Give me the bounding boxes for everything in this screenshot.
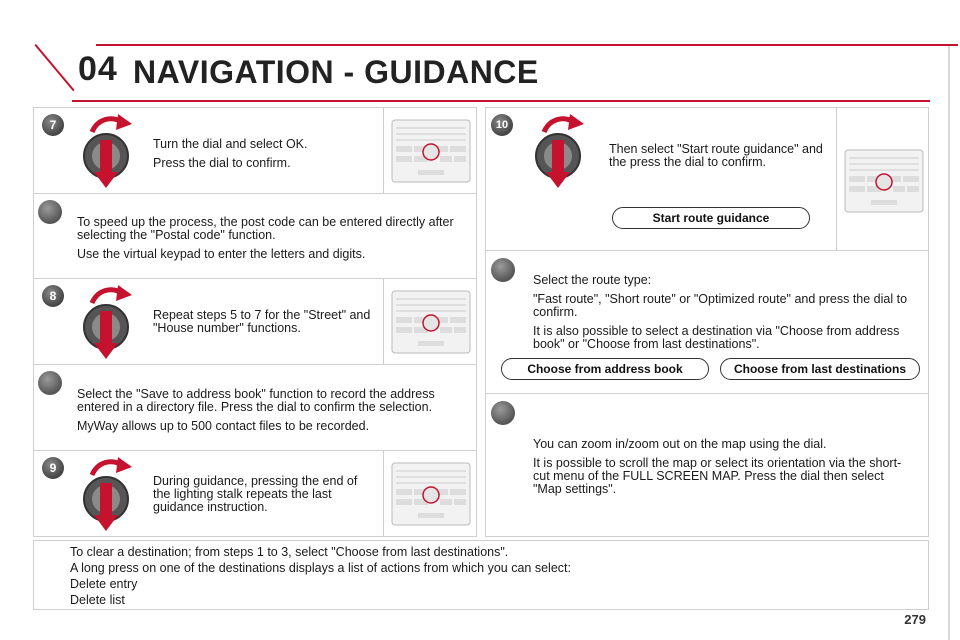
step9-text: During guidance, pressing the end of the… xyxy=(153,475,358,520)
tip-bulb-icon xyxy=(38,371,62,395)
tip-bulb-icon xyxy=(38,200,62,224)
tip-bulb-icon xyxy=(491,401,515,425)
tip4-text: You can zoom in/zoom out on the map usin… xyxy=(533,438,913,502)
tip4-line-1: You can zoom in/zoom out on the map usin… xyxy=(533,437,827,451)
choose-from-address-book-button[interactable]: Choose from address book xyxy=(501,358,709,380)
step7-line-1: Turn the dial and select OK. xyxy=(153,137,308,151)
step8-line-1: Repeat steps 5 to 7 for the "Street" and… xyxy=(153,308,371,335)
tip3-line-1: Select the route type: xyxy=(533,273,652,287)
right-divider-2 xyxy=(485,393,928,394)
tip2-text: Select the "Save to address book" functi… xyxy=(77,388,467,439)
step7-line-2: Press the dial to confirm. xyxy=(153,156,291,170)
tip3-text: Select the route type: "Fast route", "Sh… xyxy=(533,274,918,357)
step10-text: Then select "Start route guidance" and t… xyxy=(609,143,824,175)
dial-press-icon xyxy=(83,285,132,359)
step9-line-1: During guidance, pressing the end of the… xyxy=(153,474,358,514)
chapter-number: 04 xyxy=(78,50,118,88)
dial-press-icon xyxy=(535,114,584,188)
header-rule-top xyxy=(96,44,958,46)
step-badge-7: 7 xyxy=(42,114,64,136)
tip2-line-1: Select the "Save to address book" functi… xyxy=(77,387,435,414)
page-side-rule xyxy=(948,46,950,640)
left-divider-4 xyxy=(33,450,476,451)
left-image-divider-2 xyxy=(383,278,384,364)
bottom-panel xyxy=(33,540,929,610)
bottom-text: To clear a destination; from steps 1 to … xyxy=(70,545,910,607)
tip1-text: To speed up the process, the post code c… xyxy=(77,216,462,267)
tip1-line-2: Use the virtual keypad to enter the lett… xyxy=(77,247,366,261)
radio-console-icon xyxy=(844,149,924,213)
radio-console-icon xyxy=(391,119,471,183)
header-underline xyxy=(72,100,930,102)
header-rule-diagonal xyxy=(34,44,75,92)
radio-console-icon xyxy=(391,290,471,354)
page-title: NAVIGATION - GUIDANCE xyxy=(133,54,539,90)
bottom-line-3: Delete entry xyxy=(70,577,138,591)
step10-line-1: Then select "Start route guidance" and t… xyxy=(609,142,823,169)
left-divider-1 xyxy=(33,193,476,194)
step8-text: Repeat steps 5 to 7 for the "Street" and… xyxy=(153,309,373,341)
page-number: 279 xyxy=(904,612,926,627)
tip3-line-2: "Fast route", "Short route" or "Optimize… xyxy=(533,292,908,319)
choose-from-last-destinations-button[interactable]: Choose from last destinations xyxy=(720,358,920,380)
tip4-line-2: It is possible to scroll the map or sele… xyxy=(533,456,902,496)
bottom-line-4: Delete list xyxy=(70,593,125,607)
step-badge-9: 9 xyxy=(42,457,64,479)
bottom-line-2: A long press on one of the destinations … xyxy=(70,561,571,575)
left-image-divider-3 xyxy=(383,450,384,536)
radio-console-icon xyxy=(391,462,471,526)
tip2-line-2: MyWay allows up to 500 contact files to … xyxy=(77,419,370,433)
step-badge-10: 10 xyxy=(491,114,513,136)
step7-text: Turn the dial and select OK. Press the d… xyxy=(153,138,378,176)
tip-bulb-icon xyxy=(491,258,515,282)
left-image-divider-1 xyxy=(383,107,384,193)
dial-press-icon xyxy=(83,457,132,531)
start-route-guidance-button[interactable]: Start route guidance xyxy=(612,207,810,229)
bottom-line-1: To clear a destination; from steps 1 to … xyxy=(70,545,509,559)
tip1-line-1: To speed up the process, the post code c… xyxy=(77,215,454,242)
right-image-divider xyxy=(836,107,837,250)
dial-press-icon xyxy=(83,114,132,188)
right-divider-1 xyxy=(485,250,928,251)
tip3-line-3: It is also possible to select a destinat… xyxy=(533,324,900,351)
left-divider-3 xyxy=(33,364,476,365)
step-badge-8: 8 xyxy=(42,285,64,307)
left-divider-2 xyxy=(33,278,476,279)
